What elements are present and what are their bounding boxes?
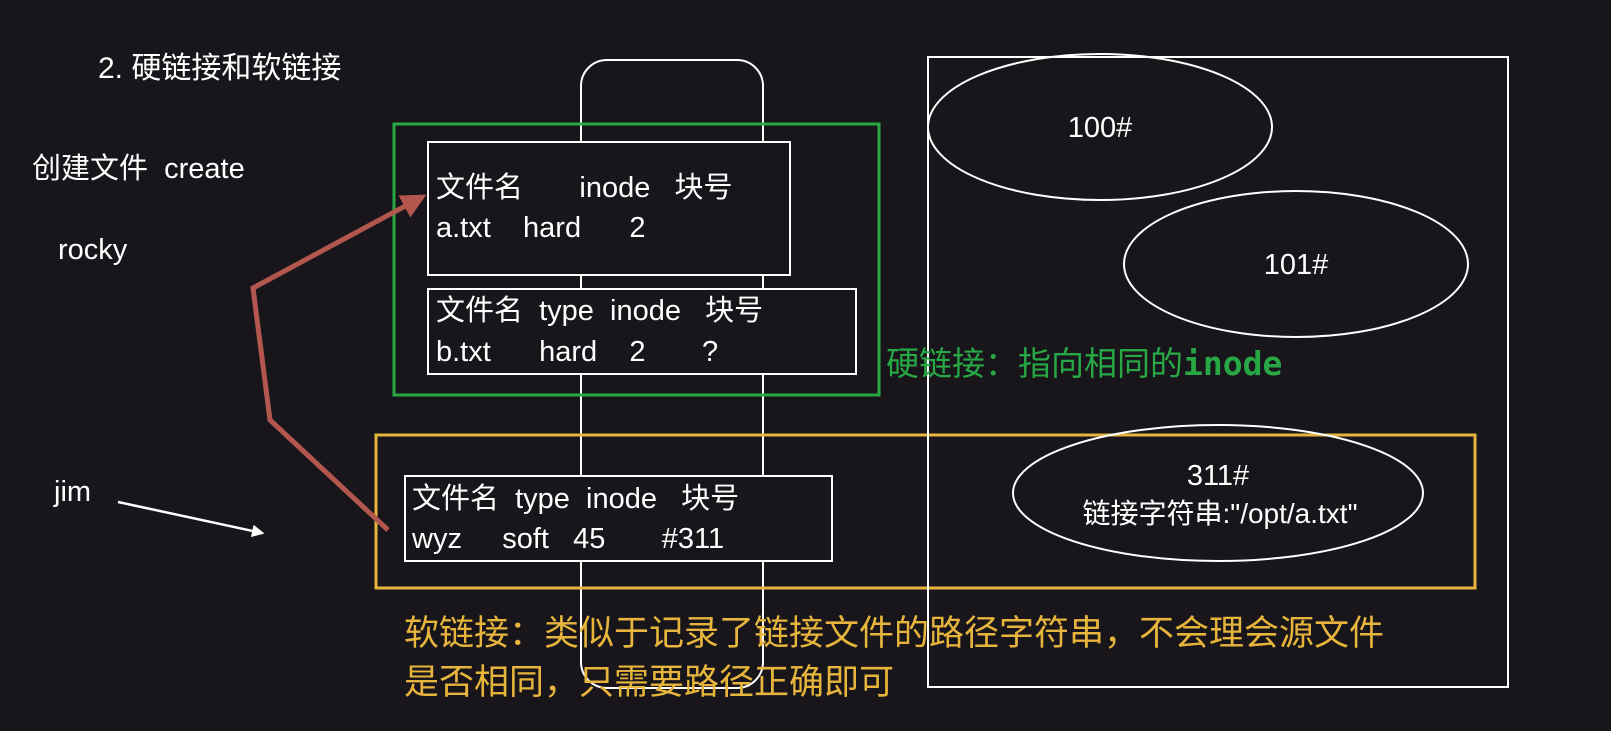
- entry-wyz-row: wyz soft 45 #311: [412, 523, 725, 555]
- soft-link-arrow: [250, 194, 427, 532]
- jim-arrow: [117, 500, 265, 538]
- hard-link-note: 硬链接：指向相同的inode: [886, 347, 1282, 380]
- soft-link-note-line1: 软链接：类似于记录了链接文件的路径字符串，不会理会源文件: [404, 614, 1385, 654]
- entry-b-box: [427, 288, 857, 375]
- block-101-label: 101#: [1263, 249, 1329, 281]
- hard-link-note-keyword: inode: [1183, 344, 1283, 383]
- page-title: 2. 硬链接和软链接: [98, 52, 342, 85]
- entry-b-header: 文件名 type inode 块号: [436, 295, 764, 327]
- label-create: 创建文件 create: [32, 153, 245, 185]
- soft-link-note-line2: 是否相同，只需要路径正确即可: [404, 663, 895, 703]
- entry-wyz-header: 文件名 type inode 块号: [412, 483, 740, 515]
- block-101-ellipse: [1123, 190, 1469, 338]
- entry-a-box: [427, 141, 791, 276]
- hard-link-note-text: 硬链接：指向相同的: [886, 344, 1183, 383]
- soft-link-group: [374, 433, 1477, 590]
- data-block-area: [927, 56, 1509, 688]
- block-311-label: 311#: [1186, 460, 1250, 492]
- entry-a-header: 文件名 inode 块号: [436, 172, 733, 204]
- entry-wyz-box: [404, 475, 833, 562]
- block-311-ellipse: [1012, 424, 1424, 562]
- entry-a-row: a.txt hard 2: [436, 212, 646, 244]
- block-100-ellipse: [927, 53, 1273, 201]
- block-100-label: 100#: [1067, 112, 1133, 144]
- entry-b-row: b.txt hard 2 ?: [436, 336, 719, 368]
- label-rocky: rocky: [58, 234, 128, 266]
- block-311-link-string: 链接字符串:"/opt/a.txt": [1082, 498, 1358, 529]
- hard-link-group: [392, 122, 881, 397]
- label-jim: jim: [54, 476, 92, 508]
